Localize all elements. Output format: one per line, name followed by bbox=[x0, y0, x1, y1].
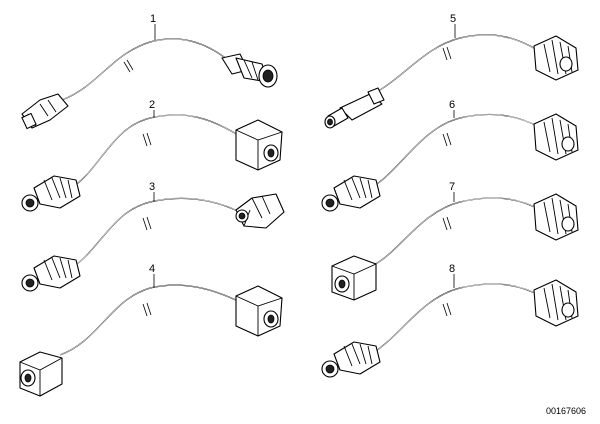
box-connector bbox=[19, 351, 63, 397]
square-connector bbox=[533, 113, 579, 161]
fakra-connector bbox=[321, 175, 381, 212]
square-connector bbox=[533, 279, 579, 327]
square-connector bbox=[533, 35, 579, 81]
square-connector bbox=[21, 93, 69, 130]
box-connector bbox=[331, 255, 377, 301]
callout-number-5: 5 bbox=[450, 13, 456, 25]
square-connector bbox=[533, 193, 579, 241]
cable-assembly-5 bbox=[324, 34, 579, 129]
cable-assembly-2 bbox=[21, 114, 283, 212]
callout-number-6: 6 bbox=[449, 99, 455, 111]
round-plug-connector bbox=[221, 53, 278, 88]
callout-number-7: 7 bbox=[449, 181, 455, 193]
callout-number-8: 8 bbox=[449, 263, 455, 275]
round-plug-connector bbox=[324, 87, 385, 129]
cable-assembly-1 bbox=[21, 38, 278, 130]
callout-number-1: 1 bbox=[150, 13, 156, 25]
cable-assembly-6 bbox=[321, 113, 579, 212]
cable-assembly-3 bbox=[21, 193, 285, 292]
box-connector bbox=[235, 285, 283, 337]
fakra-connector bbox=[21, 175, 81, 212]
fakra-connector bbox=[321, 341, 381, 378]
box-connector bbox=[235, 119, 283, 171]
cable-assembly-8 bbox=[321, 279, 579, 378]
angled-connector bbox=[235, 193, 285, 229]
fakra-connector bbox=[21, 255, 81, 292]
callout-number-3: 3 bbox=[149, 181, 155, 193]
callout-number-4: 4 bbox=[149, 263, 155, 275]
callout-number-2: 2 bbox=[149, 99, 155, 111]
document-number: 00167606 bbox=[546, 406, 586, 416]
cable-assembly-4 bbox=[19, 284, 283, 397]
cable-assembly-7 bbox=[331, 193, 579, 301]
